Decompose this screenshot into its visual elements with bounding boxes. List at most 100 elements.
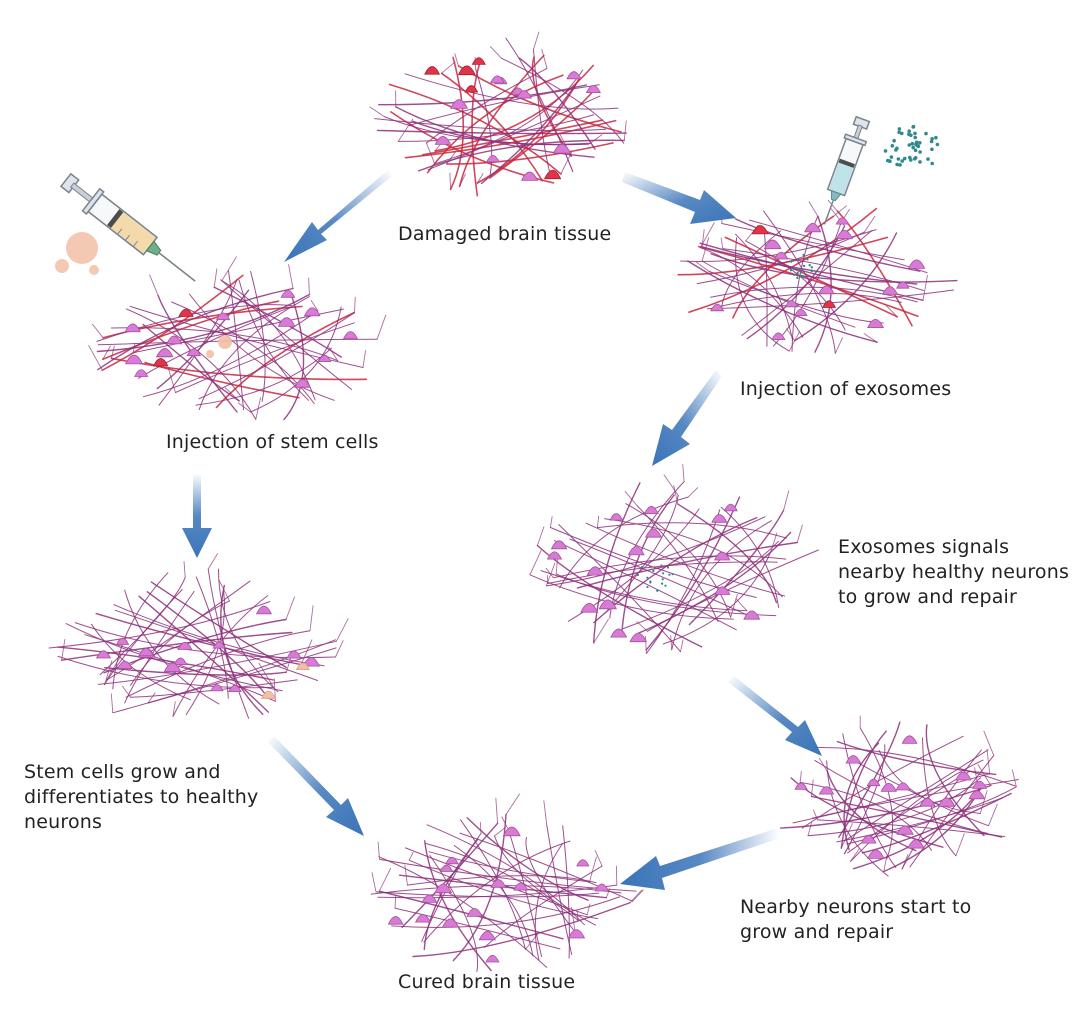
neuron-body [867,849,885,859]
nerve-fiber [553,555,787,579]
exosome-dot [649,581,652,584]
dendrite [371,872,377,892]
exosome-dot [918,150,922,154]
nerve-fiber [91,623,191,701]
dendrite [884,303,898,318]
nerve-fiber [826,760,889,877]
dendrite [394,894,397,909]
dendrite [533,31,540,50]
exosome-dot [806,258,809,261]
exosome-dot [897,127,902,131]
neuron-body [117,660,133,669]
tissue-exo-injection [677,199,958,354]
exosome-dot [652,569,655,573]
neuron-body [138,647,155,657]
nerve-fiber [763,210,836,354]
neuron-body [486,154,500,163]
nerve-fiber [124,589,220,705]
exosome-dot [646,576,649,579]
nerve-fiber [840,730,887,849]
neuron-body [610,628,628,638]
nerve-fiber [826,770,917,852]
damaged-neuron [543,169,562,180]
neuron-body [713,551,731,561]
neuron-body [774,251,789,260]
neuron-body [567,929,586,939]
dendrite [258,662,274,688]
exosome-syringe-icon [823,115,871,225]
neuron-body [835,229,854,240]
nerve-fiber [137,306,292,379]
neuron-body [520,171,539,181]
exosome-dot [802,253,805,257]
neuron-body [478,931,496,941]
exosome-dot [648,565,652,568]
neuron-body [302,657,321,667]
nerve-fiber [671,520,772,651]
neuron-body [609,513,624,521]
nerve-fiber [850,759,984,862]
nerve-fiber [735,233,794,341]
dendrite [237,402,251,413]
nerve-fiber [576,541,798,589]
neuron-body [784,300,799,308]
nerve-fiber [471,61,481,197]
nerve-fiber [883,787,982,873]
nerve-fiber [559,496,689,589]
nerve-fiber [814,759,988,834]
dendrite [720,237,724,249]
nerve-fiber [533,48,552,179]
neuron-body [972,780,988,789]
nerve-fiber [843,749,989,842]
nerve-fiber [376,129,627,135]
dendrite [454,53,459,66]
nerve-fiber [925,724,985,837]
nerve-fiber [425,67,548,144]
neuron-body [580,603,599,613]
exosome-dot [892,138,896,143]
nerve-fiber [406,875,597,886]
exosome-dot [671,573,674,576]
nerve-fiber [710,253,958,283]
nerve-fiber [104,667,288,676]
exosome-dot [802,264,806,268]
dendrite [300,639,313,665]
nerve-fiber [147,647,337,704]
nerve-fiber [859,727,894,860]
dendrite [149,274,159,296]
dendrite [883,855,888,872]
nerve-fiber [103,618,287,674]
neuron-body [228,684,242,692]
exosome-dot [636,573,640,577]
nerve-fiber [475,68,493,175]
dendrite [494,827,506,837]
exosome-dot [900,159,904,163]
neuron-body [286,650,302,659]
dendrite [864,215,876,233]
label-damaged-brain-tissue: Damaged brain tissue [398,223,612,245]
neuron-body [516,90,533,99]
dendrite [147,692,156,704]
exosome-dot [913,148,918,153]
dendrite [335,640,344,658]
nerve-fiber [710,286,918,303]
nerve-fiber [625,503,732,618]
neuron-body [445,856,459,865]
neuron-body [215,312,231,321]
neuron-body [124,354,144,365]
exosome-dot [918,141,922,145]
neuron-body [124,323,141,333]
dendrite [369,106,385,117]
dendrite [479,822,482,834]
nerve-fiber [104,589,183,686]
dendrite [61,639,66,661]
tissue-cured [370,793,644,973]
dendrite [207,553,219,570]
nerve-fiber [452,813,507,962]
dendrite [505,793,521,815]
neuron-body [880,783,898,792]
nerve-fiber [708,270,884,324]
neuron-body [134,369,149,377]
